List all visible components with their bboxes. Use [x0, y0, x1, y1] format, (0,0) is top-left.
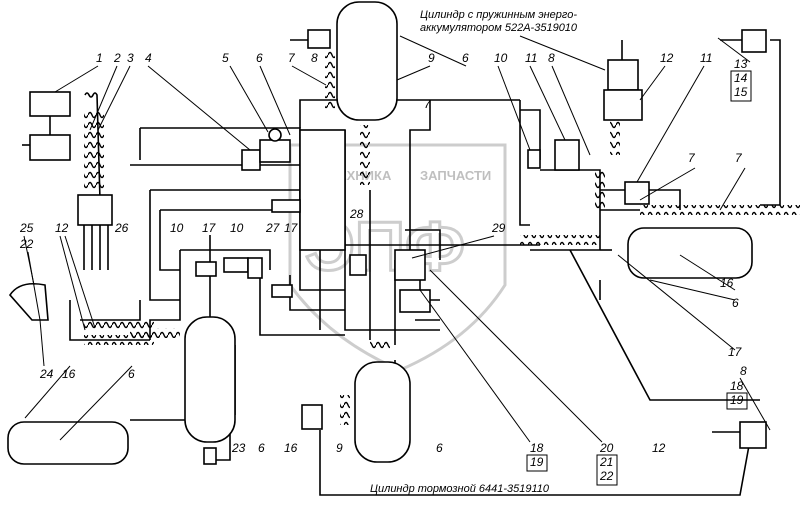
label-6: 6 — [128, 367, 135, 381]
compressor-body — [29, 134, 71, 161]
watermark-line2: ЗАПЧАСТИ — [420, 168, 491, 183]
sub-number-frames — [526, 70, 752, 486]
label-10: 10 — [494, 51, 508, 65]
caption-spring-cylinder-2: аккумулятором 522А-3519010 — [420, 22, 578, 34]
label-18: 18 — [730, 379, 744, 393]
label-6: 6 — [732, 296, 739, 310]
label-29: 29 — [491, 221, 506, 235]
label-23: 23 — [231, 441, 246, 455]
label-7: 7 — [735, 151, 743, 165]
receiver-bottom — [354, 361, 411, 463]
label-3: 3 — [127, 51, 134, 65]
valve-11 — [554, 139, 580, 171]
label-14: 14 — [734, 71, 748, 85]
label-24: 24 — [39, 367, 54, 381]
label-17: 17 — [284, 221, 299, 235]
label-8: 8 — [311, 51, 318, 65]
callout-labels: 1 2 3 4 5 6 7 8 9 6 10 11 8 12 11 13 14 … — [19, 51, 748, 483]
receiver-right — [627, 227, 753, 279]
captions: Цилиндр с пружинным энерго- аккумуляторо… — [370, 9, 578, 495]
brake-valve-29 — [394, 249, 426, 281]
label-19: 19 — [530, 455, 544, 469]
label-25: 25 — [19, 221, 34, 235]
label-22: 22 — [19, 237, 34, 251]
valve-10-right — [247, 257, 263, 279]
brake-cylinder-bottom — [301, 404, 323, 430]
label-27: 27 — [265, 221, 281, 235]
label-20: 20 — [599, 441, 614, 455]
label-16: 16 — [62, 367, 76, 381]
label-17: 17 — [728, 345, 743, 359]
label-16: 16 — [284, 441, 298, 455]
caption-brake-cylinder: Цилиндр тормозной 6441-3519110 — [370, 483, 550, 495]
label-7: 7 — [688, 151, 696, 165]
label-12: 12 — [652, 441, 666, 455]
components — [8, 29, 767, 465]
label-17: 17 — [202, 221, 217, 235]
regulator-26 — [77, 194, 113, 226]
caption-spring-cylinder-1: Цилиндр с пружинным энерго- — [420, 9, 577, 21]
label-2: 2 — [113, 51, 121, 65]
label-18: 18 — [530, 441, 544, 455]
receiver-left — [7, 421, 129, 465]
label-6: 6 — [436, 441, 443, 455]
label-28: 28 — [349, 207, 364, 221]
brake-cylinder-18 — [739, 421, 767, 449]
valve-27 — [271, 199, 301, 213]
valve-4 — [241, 149, 261, 171]
label-7: 7 — [424, 97, 432, 111]
valve-5 — [259, 139, 291, 163]
label-11: 11 — [700, 51, 712, 65]
label-1: 1 — [96, 51, 103, 65]
label-11: 11 — [525, 51, 537, 65]
brake-cylinder-13 — [741, 29, 767, 53]
receiver-vertical — [184, 316, 236, 443]
receivers — [7, 1, 753, 465]
receiver-top — [336, 1, 398, 121]
label-9: 9 — [336, 441, 343, 455]
label-12: 12 — [55, 221, 69, 235]
label-6: 6 — [462, 51, 469, 65]
label-4: 4 — [145, 51, 152, 65]
label-9: 9 — [428, 51, 435, 65]
label-6: 6 — [258, 441, 265, 455]
label-19: 19 — [730, 393, 744, 407]
valve-10-left — [195, 261, 217, 277]
label-7: 7 — [288, 51, 296, 65]
label-26: 26 — [114, 221, 129, 235]
protection-valve-block — [299, 129, 346, 251]
dryer-25 — [8, 282, 49, 321]
label-22: 22 — [599, 469, 614, 483]
compressor-head — [29, 91, 71, 117]
label-5: 5 — [222, 51, 229, 65]
label-8: 8 — [548, 51, 555, 65]
label-21: 21 — [599, 455, 613, 469]
spring-brake-cylinder — [607, 59, 639, 91]
label-13: 13 — [734, 57, 748, 71]
label-12: 12 — [660, 51, 674, 65]
leader-lines — [23, 35, 771, 443]
label-10: 10 — [170, 221, 184, 235]
valve-17 — [223, 257, 249, 273]
label-6: 6 — [256, 51, 263, 65]
label-10: 10 — [230, 221, 244, 235]
label-8: 8 — [740, 364, 747, 378]
label-15: 15 — [734, 85, 748, 99]
